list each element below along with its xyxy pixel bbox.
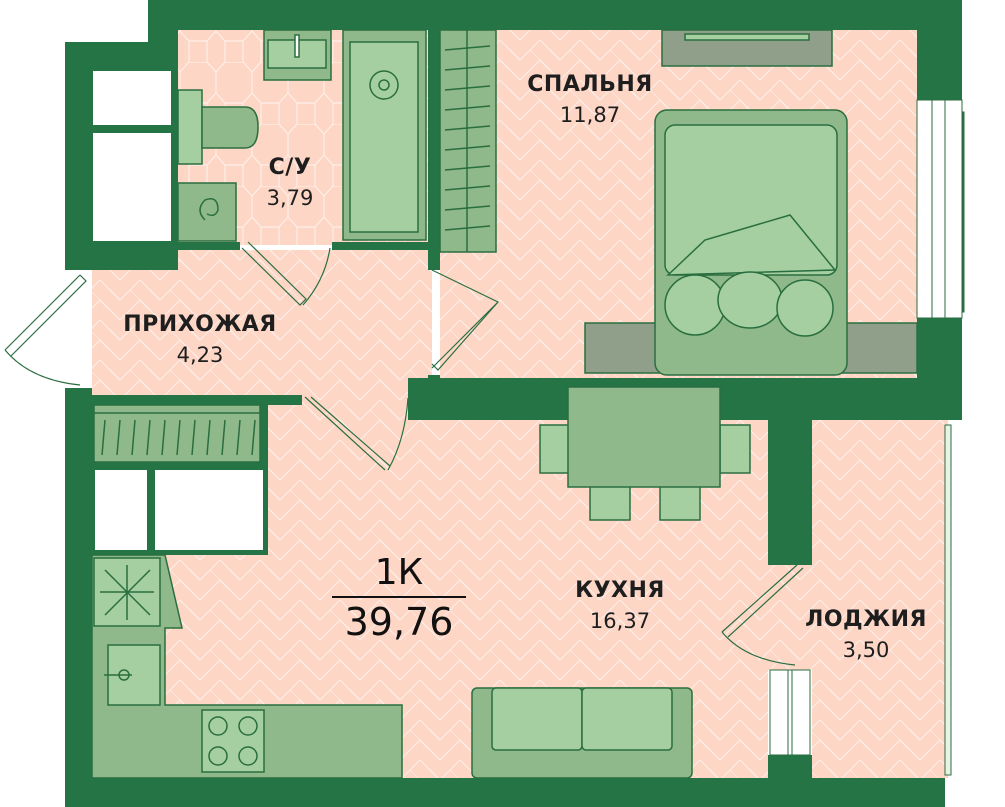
bathroom-fixtures [177,29,427,242]
room-label-bathroom: С/У 3,79 [267,155,314,210]
window-loggia [944,424,952,776]
apartment-type: 1К [332,552,466,598]
apartment-summary: 1К 39,76 [332,552,466,646]
room-label-loggia: ЛОДЖИЯ 3,50 [805,607,927,662]
room-label-kitchen: КУХНЯ 16,37 [575,578,665,633]
wardrobe-hall [93,404,261,463]
room-name: ЛОДЖИЯ [805,607,927,632]
washing-machine [177,182,237,242]
room-label-hall: ПРИХОЖАЯ 4,23 [123,312,277,367]
floor-loggia [812,420,948,778]
window-bedroom [916,99,965,319]
room-name: КУХНЯ [575,578,665,603]
room-area: 3,50 [842,638,890,662]
room-area: 16,37 [589,609,651,633]
room-name: ПРИХОЖАЯ [123,312,277,337]
sofa [471,687,693,779]
shafts [93,71,263,550]
wardrobe-bedroom [439,29,497,253]
room-name: С/У [268,155,312,180]
doors [4,241,804,666]
room-name: СПАЛЬНЯ [527,72,653,97]
apartment-total-area: 39,76 [344,600,454,644]
floor-kitchen-ext [768,565,812,670]
bed [584,109,918,376]
floor-hall [92,250,432,400]
toilet-tank [177,89,203,165]
room-area: 11,87 [559,103,621,127]
room-area: 4,23 [176,343,224,367]
dining-set [539,386,751,521]
kitchen-counter [91,554,403,779]
room-area: 3,79 [266,186,314,210]
tv-stand [661,29,833,67]
window-loggia-door [769,669,811,756]
room-label-bedroom: СПАЛЬНЯ 11,87 [527,72,652,127]
